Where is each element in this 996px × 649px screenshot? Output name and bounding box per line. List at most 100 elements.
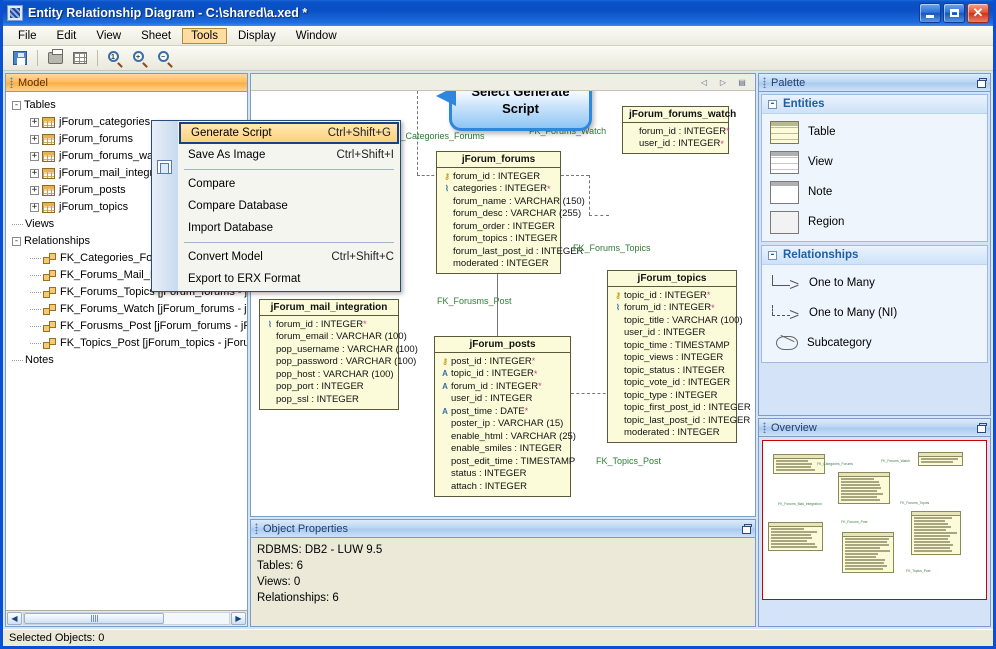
palette-group-header[interactable]: -Entities — [762, 95, 987, 114]
drag-grip-icon[interactable] — [763, 77, 766, 88]
palette-item-one-to-many[interactable]: One to Many — [762, 268, 987, 298]
relationship-label[interactable]: FK_Categories_Forums — [389, 131, 485, 141]
collapse-icon[interactable]: - — [768, 251, 777, 260]
tree-item[interactable]: FK_Forusms_Post [jForum_forums - jForum_… — [12, 318, 245, 335]
expand-icon[interactable]: + — [30, 203, 39, 212]
overview-table[interactable] — [768, 522, 823, 551]
palette-item-one-to-many-ni-[interactable]: One to Many (NI) — [762, 298, 987, 328]
er-table[interactable]: jForum_forums_watch forum_id : INTEGER* … — [622, 106, 729, 154]
er-column-row[interactable]: ⌇forum_id : INTEGER* — [612, 302, 732, 315]
relationship-label[interactable]: FK_Forums_Topics — [573, 243, 651, 253]
close-button[interactable]: ✕ — [967, 3, 989, 23]
er-column-row[interactable]: post_edit_time : TIMESTAMP — [439, 455, 566, 468]
overview-table[interactable] — [842, 532, 894, 573]
collapse-icon[interactable]: - — [768, 100, 777, 109]
er-column-row[interactable]: topic_vote_id : INTEGER — [612, 377, 732, 390]
menu-item-compare-database[interactable]: Compare Database — [178, 195, 400, 217]
scroll-track[interactable] — [23, 612, 230, 625]
palette-item-view[interactable]: View — [762, 147, 987, 177]
er-column-row[interactable]: Aforum_id : INTEGER* — [439, 380, 566, 393]
er-column-row[interactable]: poster_ip : VARCHAR (15) — [439, 418, 566, 431]
sheet-next-icon[interactable]: ▷ — [718, 77, 728, 87]
er-column-row[interactable]: moderated : INTEGER — [441, 258, 556, 271]
expand-icon[interactable]: + — [30, 152, 39, 161]
relationship-label[interactable]: FK_Forusms_Post — [437, 296, 512, 306]
palette-item-region[interactable]: Region — [762, 207, 987, 237]
er-column-row[interactable]: pop_host : VARCHAR (100) — [264, 368, 394, 381]
er-table[interactable]: jForum_forums⚷forum_id : INTEGER⌇categor… — [436, 151, 561, 274]
er-table[interactable]: jForum_posts⚷post_id : INTEGER*Atopic_id… — [434, 336, 571, 497]
er-column-row[interactable]: pop_port : INTEGER — [264, 381, 394, 394]
menu-window[interactable]: Window — [287, 28, 346, 44]
er-column-row[interactable]: forum_id : INTEGER* — [627, 125, 724, 138]
relationship-connector[interactable] — [561, 175, 589, 176]
palette-item-table[interactable]: Table — [762, 117, 987, 147]
palette-group-header[interactable]: -Relationships — [762, 246, 987, 265]
er-column-row[interactable]: topic_first_post_id : INTEGER — [612, 402, 732, 415]
relationship-connector[interactable] — [589, 175, 590, 215]
float-panel-icon[interactable] — [740, 523, 751, 534]
er-column-row[interactable]: ⚷topic_id : INTEGER* — [612, 289, 732, 302]
save-icon[interactable] — [9, 48, 31, 69]
menu-view[interactable]: View — [87, 28, 130, 44]
drag-grip-icon[interactable] — [763, 422, 766, 433]
er-column-row[interactable]: forum_last_post_id : INTEGER — [441, 245, 556, 258]
maximize-button[interactable] — [943, 3, 965, 23]
overview-table[interactable] — [911, 511, 961, 555]
er-column-row[interactable]: user_id : INTEGER* — [627, 138, 724, 151]
er-column-row[interactable]: topic_type : INTEGER — [612, 389, 732, 402]
expand-icon[interactable]: + — [30, 186, 39, 195]
zoom-100-icon[interactable]: 1 — [104, 48, 126, 69]
er-column-row[interactable]: topic_status : INTEGER — [612, 364, 732, 377]
print-icon[interactable] — [44, 48, 66, 69]
sheet-list-icon[interactable]: ▤ — [737, 77, 747, 87]
er-column-row[interactable]: ⚷post_id : INTEGER* — [439, 355, 566, 368]
menu-item-export-to-erx-format[interactable]: Export to ERX Format — [178, 268, 400, 290]
er-column-row[interactable]: pop_ssl : INTEGER — [264, 393, 394, 406]
er-column-row[interactable]: enable_html : VARCHAR (25) — [439, 430, 566, 443]
float-panel-icon[interactable] — [975, 77, 986, 88]
relationship-label[interactable]: FK_Topics_Post — [596, 456, 661, 466]
menu-item-compare[interactable]: Compare — [178, 173, 400, 195]
er-column-row[interactable]: topic_last_post_id : INTEGER — [612, 414, 732, 427]
grid-icon[interactable] — [69, 48, 91, 69]
scroll-thumb[interactable] — [24, 613, 164, 624]
palette-item-note[interactable]: Note — [762, 177, 987, 207]
menu-tools[interactable]: Tools — [182, 28, 227, 44]
scroll-right-icon[interactable]: ▶ — [231, 612, 246, 625]
er-column-row[interactable]: forum_email : VARCHAR (100) — [264, 331, 394, 344]
minimize-button[interactable] — [919, 3, 941, 23]
er-column-row[interactable]: forum_topics : INTEGER — [441, 233, 556, 246]
er-column-row[interactable]: user_id : INTEGER — [439, 393, 566, 406]
er-column-row[interactable]: Apost_time : DATE* — [439, 405, 566, 418]
er-column-row[interactable]: topic_title : VARCHAR (100) — [612, 314, 732, 327]
tree-item[interactable]: Notes — [12, 352, 245, 369]
er-column-row[interactable]: pop_username : VARCHAR (100) — [264, 343, 394, 356]
menu-item-convert-model[interactable]: Convert ModelCtrl+Shift+C — [178, 246, 400, 268]
collapse-icon[interactable]: - — [12, 237, 21, 246]
collapse-icon[interactable]: - — [12, 101, 21, 110]
er-column-row[interactable]: Atopic_id : INTEGER* — [439, 368, 566, 381]
er-column-row[interactable]: topic_time : TIMESTAMP — [612, 339, 732, 352]
drag-grip-icon[interactable] — [255, 523, 258, 534]
overview-table[interactable] — [838, 472, 890, 504]
zoom-out-icon[interactable]: − — [154, 48, 176, 69]
tree-item[interactable]: FK_Forums_Watch [jForum_forums - jForum_… — [12, 301, 245, 318]
menu-item-import-database[interactable]: Import Database — [178, 217, 400, 239]
menu-edit[interactable]: Edit — [48, 28, 86, 44]
er-table[interactable]: jForum_mail_integration⌇forum_id : INTEG… — [259, 299, 399, 410]
er-table[interactable]: jForum_topics⚷topic_id : INTEGER*⌇forum_… — [607, 270, 737, 443]
tree-item[interactable]: -Tables — [12, 97, 245, 114]
float-panel-icon[interactable] — [975, 422, 986, 433]
menu-item-generate-script[interactable]: Generate ScriptCtrl+Shift+G — [179, 122, 399, 144]
tree-item[interactable]: FK_Topics_Post [jForum_topics - jForum_p… — [12, 335, 245, 352]
er-column-row[interactable]: user_id : INTEGER — [612, 327, 732, 340]
menu-file[interactable]: File — [9, 28, 46, 44]
expand-icon[interactable]: + — [30, 169, 39, 178]
er-column-row[interactable]: forum_order : INTEGER — [441, 220, 556, 233]
menu-item-save-as-image[interactable]: Save As ImageCtrl+Shift+I — [178, 144, 400, 166]
er-column-row[interactable]: forum_desc : VARCHAR (255) — [441, 208, 556, 221]
overview-table[interactable] — [918, 452, 963, 466]
expand-icon[interactable]: + — [30, 135, 39, 144]
relationship-connector[interactable] — [589, 215, 609, 216]
